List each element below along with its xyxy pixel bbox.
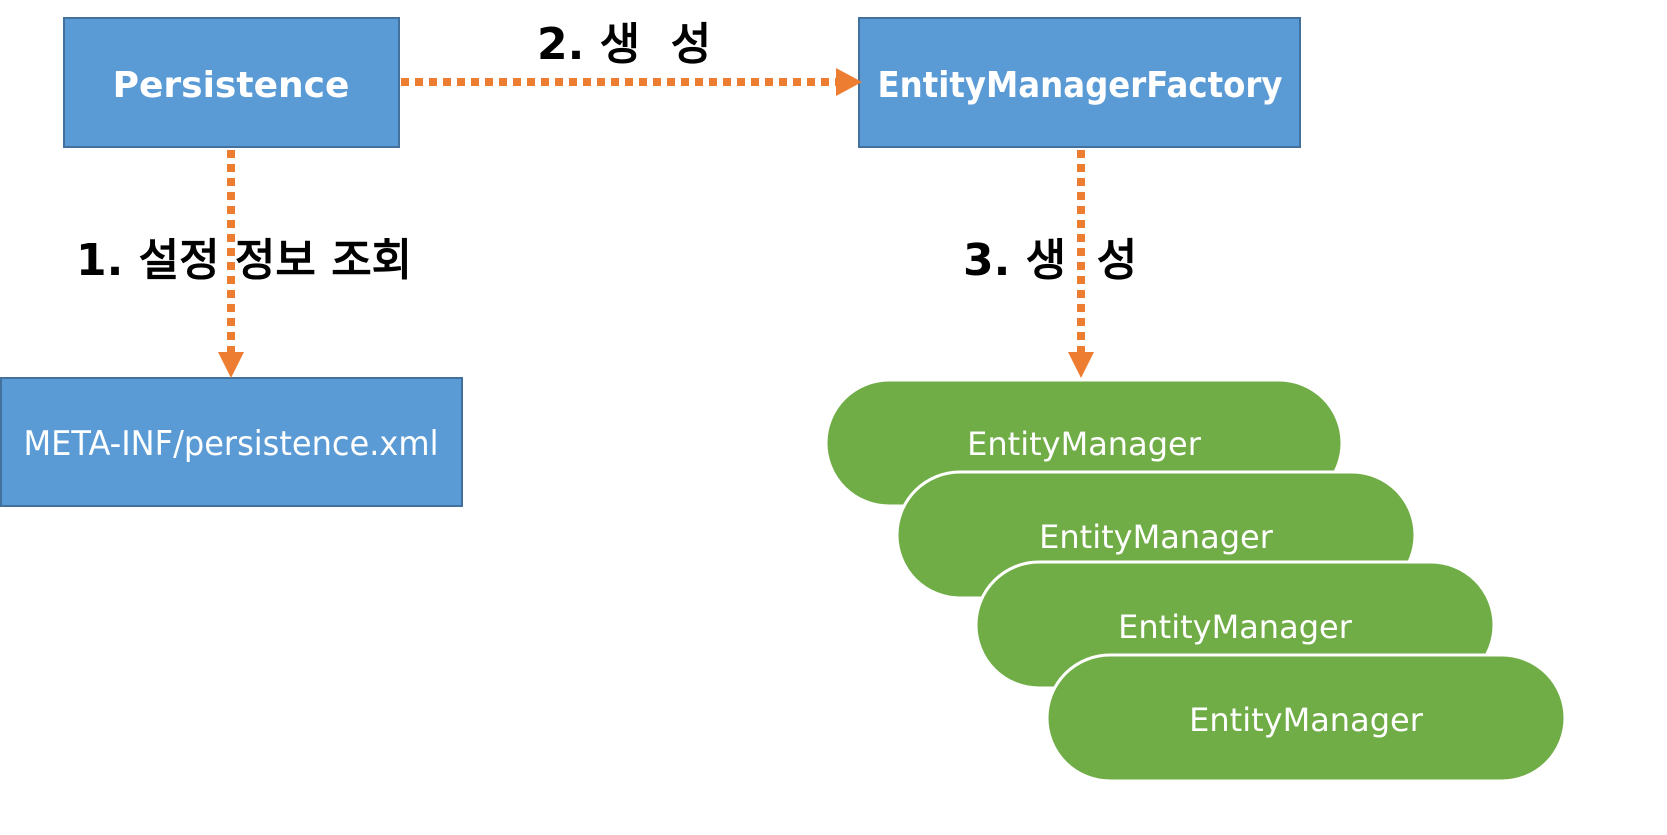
entity-manager-2-label: EntityManager xyxy=(1039,518,1274,556)
persistence-label: Persistence xyxy=(113,65,350,106)
entity-manager-4: EntityManager xyxy=(1045,653,1567,783)
config-file-box xyxy=(0,377,463,507)
factory-node: EntityManagerFactory xyxy=(858,17,1301,148)
step1-label: 1. 설정 정보 조회 xyxy=(76,235,412,286)
arrow-read-config xyxy=(218,150,244,378)
persistence-box xyxy=(63,17,400,148)
config-file-node: META-INF/persistence.xml xyxy=(0,377,463,507)
factory-box xyxy=(858,17,1301,148)
step3-label: 3. 생 성 xyxy=(963,235,1137,286)
entity-manager-1-label: EntityManager xyxy=(967,425,1202,463)
entity-manager-stack: EntityManager EntityManager EntityManage… xyxy=(824,378,1567,783)
config-file-label: META-INF/persistence.xml xyxy=(24,424,439,464)
entity-manager-4-label: EntityManager xyxy=(1189,701,1424,739)
persistence-node: Persistence xyxy=(63,17,400,148)
entity-manager-3-label: EntityManager xyxy=(1118,608,1353,646)
factory-label: EntityManagerFactory xyxy=(878,65,1283,106)
arrow-create-factory xyxy=(401,68,862,96)
arrow-create-managers xyxy=(1068,150,1094,378)
step2-label: 2. 생 성 xyxy=(537,19,711,70)
